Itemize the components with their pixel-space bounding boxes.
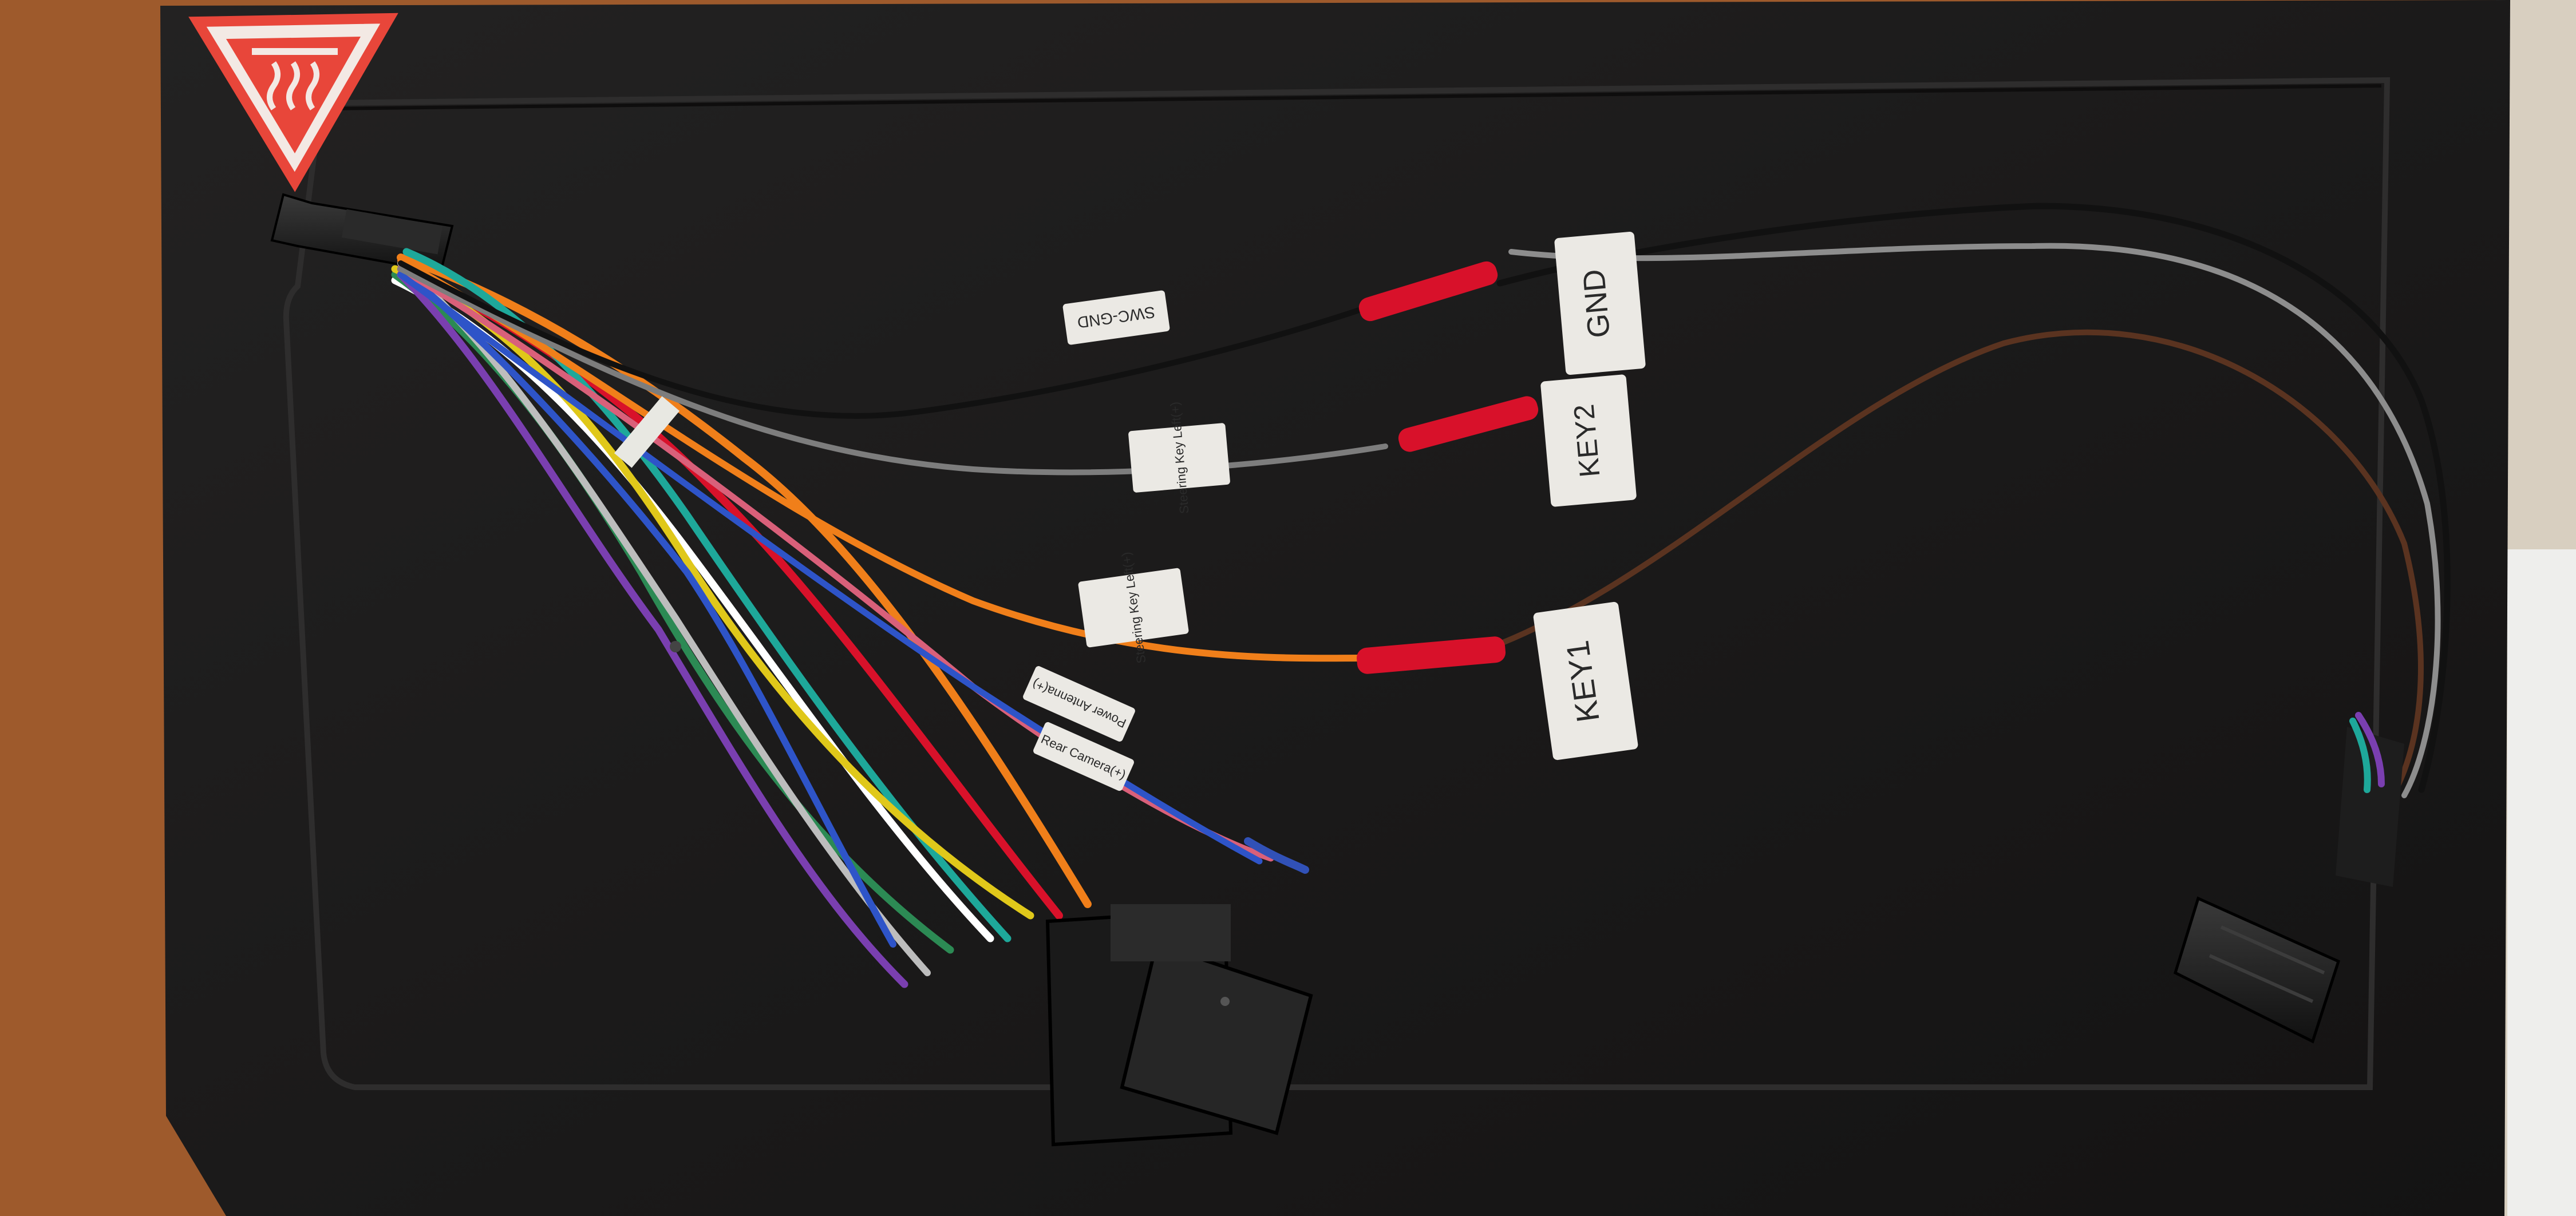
tag-key2: KEY2 bbox=[1540, 374, 1637, 507]
zip-tie bbox=[614, 396, 680, 468]
embossed-border bbox=[283, 77, 2391, 1090]
blue-wire-ends bbox=[1244, 837, 1309, 874]
tag-gnd: GND bbox=[1554, 232, 1646, 375]
panel-screw-hole bbox=[1220, 997, 1230, 1006]
tag-power-antenna: Power Antenna(+) bbox=[1023, 666, 1135, 742]
heat-shrink-key2 bbox=[1398, 396, 1539, 452]
heat-shrink-gnd bbox=[1358, 261, 1498, 322]
iso-connectors bbox=[1045, 904, 1313, 1147]
wire-bundle bbox=[391, 248, 1388, 988]
right-wires bbox=[1356, 203, 2451, 887]
radio-unit-panel bbox=[160, 0, 2510, 1216]
panel-screw-hole bbox=[670, 641, 681, 652]
tag-key1: KEY1 bbox=[1533, 601, 1638, 761]
heat-shrink-key1 bbox=[1356, 636, 1506, 674]
tag-key2-text: KEY2 bbox=[1568, 403, 1606, 478]
small-connector bbox=[2173, 896, 2341, 1044]
hot-surface-warning-icon bbox=[188, 13, 398, 192]
tag-swc-gnd: SWC-GND bbox=[1062, 290, 1170, 345]
tag-gnd-text: GND bbox=[1577, 268, 1617, 339]
